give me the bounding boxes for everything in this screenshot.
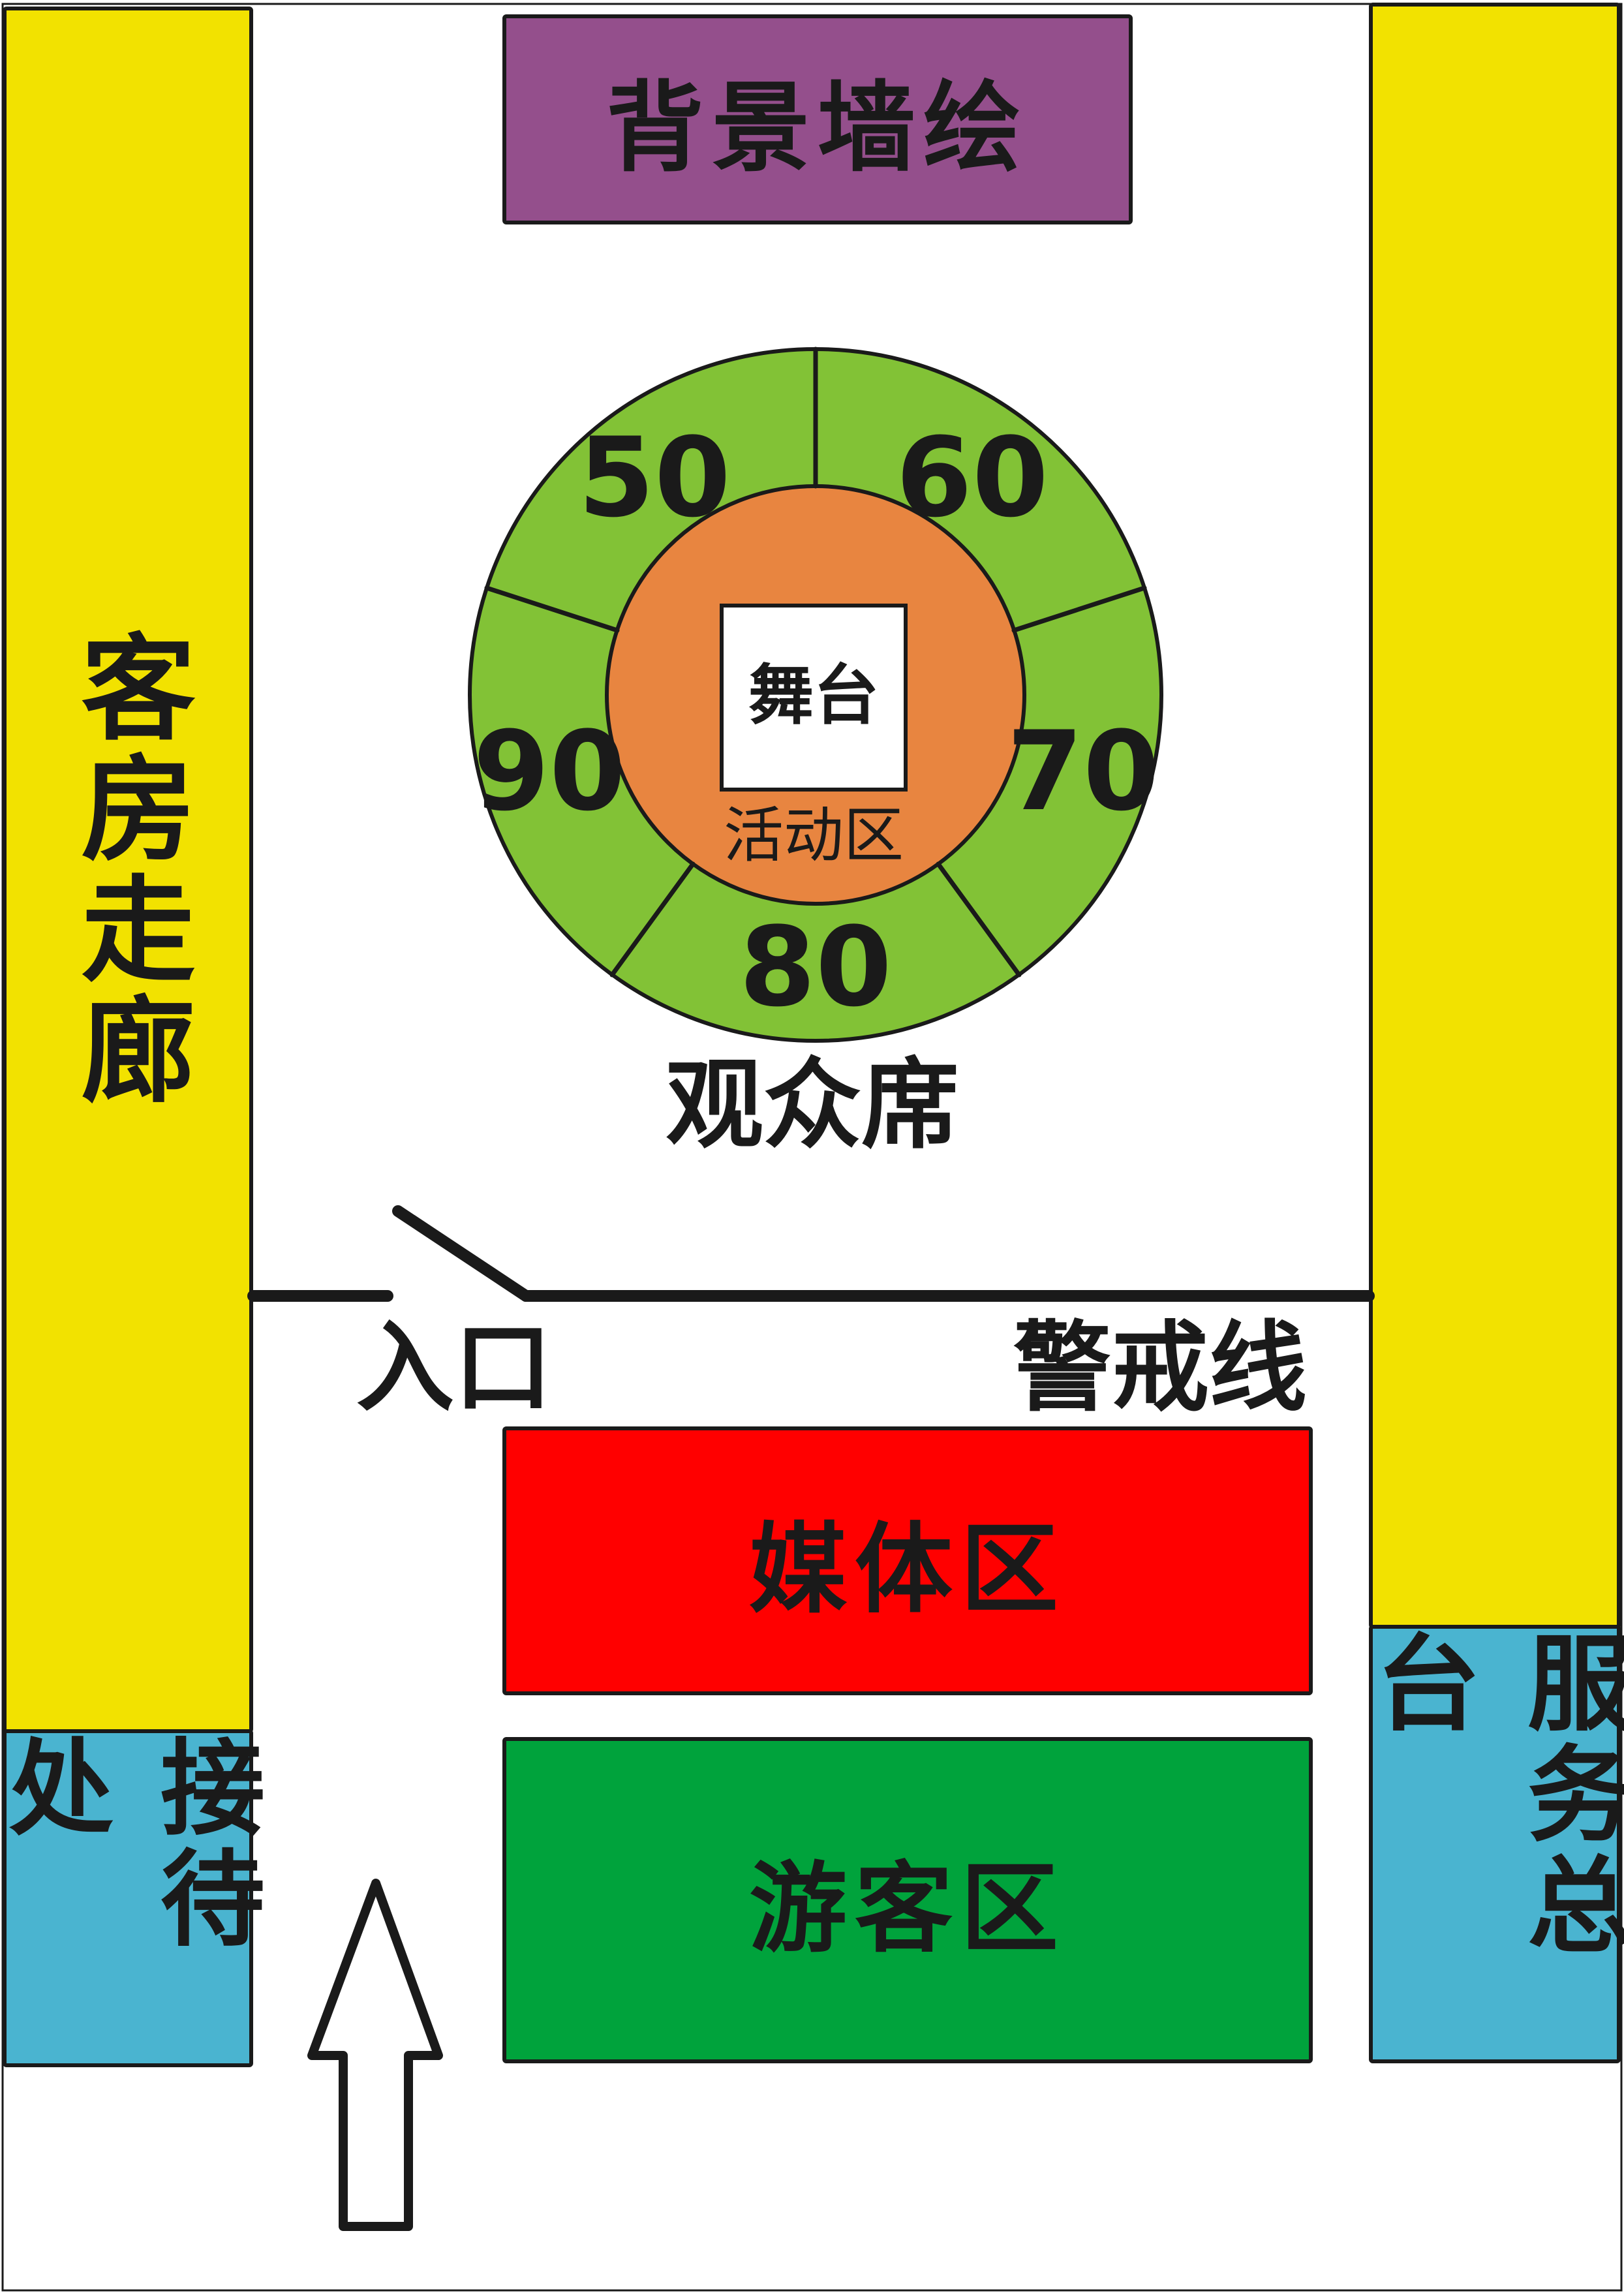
background-mural-label: 背景墙绘 xyxy=(605,71,1029,185)
site-outline xyxy=(1,3,1623,2292)
visitor-label: 游客区 xyxy=(748,1852,1066,1966)
guest-corridor-zone: 客房走廊 xyxy=(3,7,253,1733)
service-desk-label: 服务总台 xyxy=(1358,1629,1624,1962)
seat-section-50: 50 xyxy=(578,414,731,542)
divider-60-70 xyxy=(1011,585,1147,633)
divider-70-80 xyxy=(936,861,1022,977)
media-zone: 媒体区 xyxy=(502,1426,1313,1695)
visitor-zone: 游客区 xyxy=(502,1737,1313,2063)
activity-label: 活动区 xyxy=(724,801,904,870)
stage-box xyxy=(720,604,908,792)
seat-section-60: 60 xyxy=(896,414,1049,542)
right-yellow-zone xyxy=(1369,3,1621,1629)
reception-label: 接待处 xyxy=(0,1733,265,1955)
guest-corridor-label: 客房走廊 xyxy=(61,628,194,1111)
divider-90-50 xyxy=(484,585,620,633)
entrance-label: 入口 xyxy=(356,1312,552,1425)
seat-section-80: 80 xyxy=(739,903,892,1031)
seat-section-90: 90 xyxy=(473,707,626,835)
entry-arrow-icon xyxy=(307,1879,443,2231)
service-desk-zone: 服务总台 xyxy=(1358,1625,1624,2063)
background-mural-zone: 背景墙绘 xyxy=(502,14,1133,224)
entrance-gate xyxy=(392,1205,532,1302)
audience-label: 观众席 xyxy=(666,1049,959,1162)
seat-section-70: 70 xyxy=(1007,707,1159,835)
reception-zone: 接待处 xyxy=(0,1729,265,2067)
divider-80-90 xyxy=(609,861,696,977)
seat-section-dividers xyxy=(484,346,1147,977)
cordon-line-label: 警戒线 xyxy=(1013,1312,1307,1425)
stage-label: 舞台 xyxy=(748,657,879,733)
media-label: 媒体区 xyxy=(748,1513,1066,1627)
